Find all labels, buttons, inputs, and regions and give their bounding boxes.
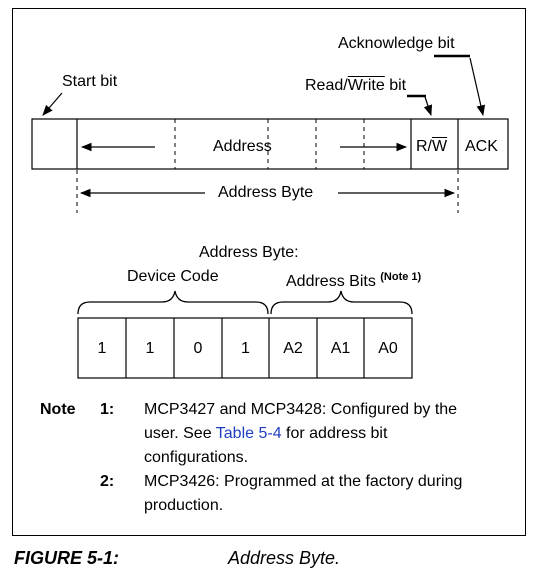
note-1-text-before: MCP3427 and MCP3428: Configured by the u…: [144, 401, 458, 442]
bit-boundaries: [174, 119, 365, 169]
bit-cell-value: A2: [283, 340, 303, 357]
address-byte-span-label: Address Byte: [218, 184, 314, 201]
note-heading: Note: [40, 401, 76, 418]
ack-cell-label: ACK: [465, 138, 498, 155]
bit-cell-value: 1: [97, 340, 107, 357]
note-1-text: MCP3427 and MCP3428: Configured by the u…: [144, 398, 489, 470]
note-1-text-after: for address bit configurations.: [144, 425, 388, 466]
note1-reference: (Note 1): [380, 271, 422, 283]
acknowledge-bit-label: Acknowledge bit: [338, 35, 455, 52]
figure-title: Address Byte.: [228, 548, 341, 568]
device-code-brace: [77, 290, 269, 315]
bit-cell-value: A1: [330, 340, 351, 357]
address-bits-brace: [270, 290, 413, 315]
note-1-number: 1:: [100, 401, 115, 418]
start-bit-label: Start bit: [62, 73, 118, 90]
bit-cell-value: 0: [193, 340, 203, 357]
rw-cell-prefix: R/: [416, 138, 432, 155]
address-bits-label: Address Bits (Note 1): [286, 268, 421, 291]
figure-number: FIGURE 5-1:: [14, 548, 120, 568]
read-write-suffix: bit: [384, 77, 407, 94]
rw-cell-overlined: W: [432, 138, 448, 155]
read-write-bit-label: Read/Write bit: [305, 77, 406, 95]
read-write-overlined: Write: [347, 77, 385, 94]
note-2-number: 2:: [100, 473, 115, 490]
read-write-prefix: Read/: [305, 77, 348, 94]
ack-pointer: [469, 57, 486, 117]
figure-frame: [12, 8, 526, 536]
bit-cell-value: 1: [145, 340, 155, 357]
bit-cell-value: 1: [241, 340, 250, 357]
device-code-label: Device Code: [127, 268, 219, 285]
frame-row: [31, 118, 509, 170]
table-5-4-link[interactable]: Table 5-4: [215, 425, 282, 442]
start-bit-pointer: [42, 92, 63, 116]
address-bits-text: Address Bits: [286, 273, 376, 290]
bit-cell-value: A0: [378, 340, 398, 357]
rw-pointer: [423, 96, 433, 117]
address-byte-title: Address Byte:: [199, 244, 299, 261]
rw-cell-label: R/W: [416, 138, 447, 156]
bit-cells: [77, 317, 413, 379]
address-label: Address: [213, 138, 272, 155]
note-2-text: MCP3426: Programmed at the factory durin…: [144, 473, 463, 514]
